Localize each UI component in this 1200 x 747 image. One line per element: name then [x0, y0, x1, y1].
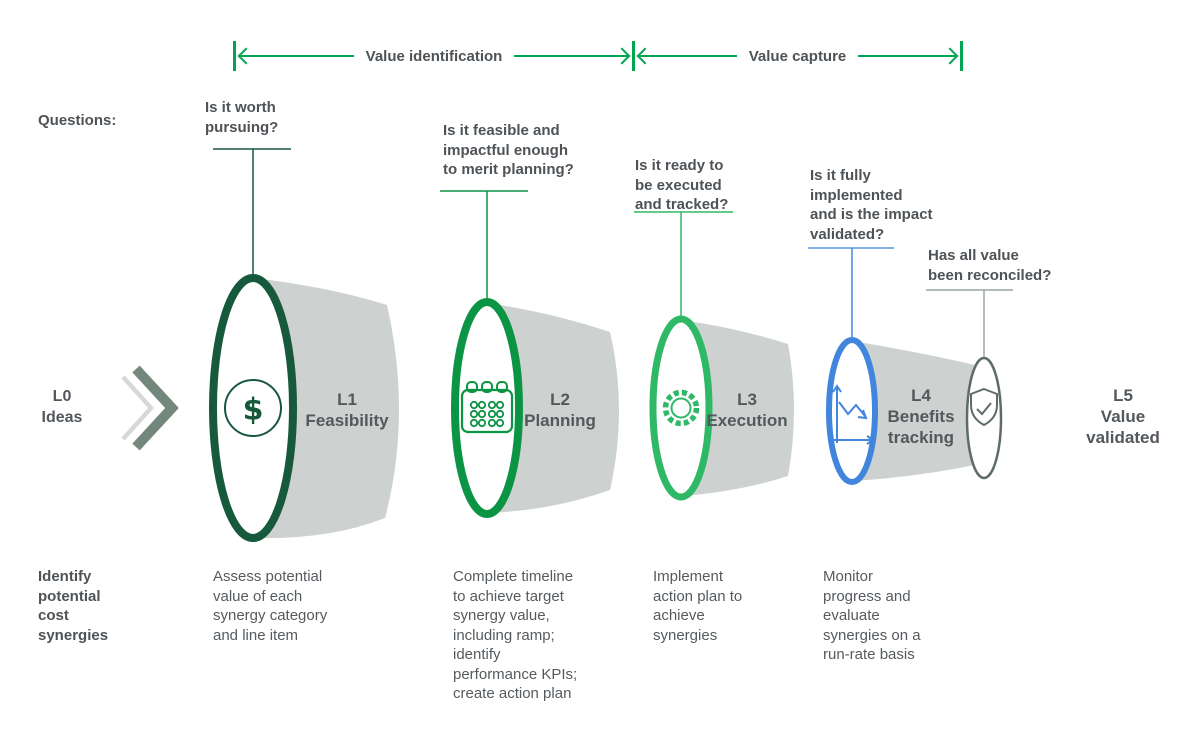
- funnel-body-l4: [852, 341, 987, 481]
- description-l1: Assess potential value of each synergy c…: [213, 568, 328, 644]
- phase-value-capture: Value capture: [638, 42, 958, 70]
- phase-label: Value identification: [365, 47, 503, 65]
- stage-label-l3: L3 Execution: [706, 390, 788, 430]
- stage-label-l0: L0 Ideas: [41, 388, 83, 426]
- stage-label-l1: L1 Feasibility: [305, 390, 389, 430]
- svg-text:$: $: [243, 393, 264, 428]
- dollar-circle-icon: $: [224, 379, 282, 437]
- gear-icon: [662, 389, 700, 427]
- question-l4: Is it fully implemented and is the impac…: [810, 167, 933, 243]
- stage-label-l5: L5 Value validated: [1086, 386, 1160, 447]
- shield-check-icon: [970, 387, 998, 427]
- phase-tick-middle: [632, 41, 635, 71]
- line-chart-icon: [832, 384, 875, 445]
- question-l3: Is it ready to be executed and tracked?: [635, 157, 729, 213]
- stage-label-l4: L4 Benefits tracking: [887, 386, 955, 447]
- question-l1: Is it worth pursuing?: [205, 99, 279, 136]
- calendar-icon: [460, 381, 514, 434]
- phase-label: Value capture: [748, 47, 847, 65]
- stage-ring-l2: [451, 298, 523, 518]
- question-l2: Is it feasible and impactful enough to m…: [443, 122, 574, 178]
- chevron-back-icon: [121, 375, 155, 441]
- arrow-right-icon: [514, 54, 630, 58]
- arrow-left-icon: [239, 54, 354, 58]
- funnel-body-l3: [681, 320, 794, 496]
- description-l4: Monitor progress and evaluate synergies …: [823, 568, 921, 663]
- description-l3: Implement action plan to achieve synergi…: [653, 568, 743, 644]
- phase-value-identification: Value identification: [239, 42, 630, 70]
- phase-tick-right: [960, 41, 963, 71]
- description-l2: Complete timeline to achieve target syne…: [453, 568, 578, 702]
- funnel-body-l2: [487, 303, 619, 513]
- arrow-right-icon: [858, 54, 958, 58]
- stage-label-l2: L2 Planning: [524, 390, 596, 430]
- arrow-left-icon: [638, 54, 737, 58]
- description-l0: Identify potential cost synergies: [38, 568, 109, 644]
- questions-heading: Questions:: [38, 112, 117, 129]
- stage-ring-l3: [649, 315, 713, 501]
- question-l5: Has all value been reconciled?: [928, 247, 1052, 284]
- phase-tick-left: [233, 41, 236, 71]
- chevron-front-icon: [132, 365, 179, 451]
